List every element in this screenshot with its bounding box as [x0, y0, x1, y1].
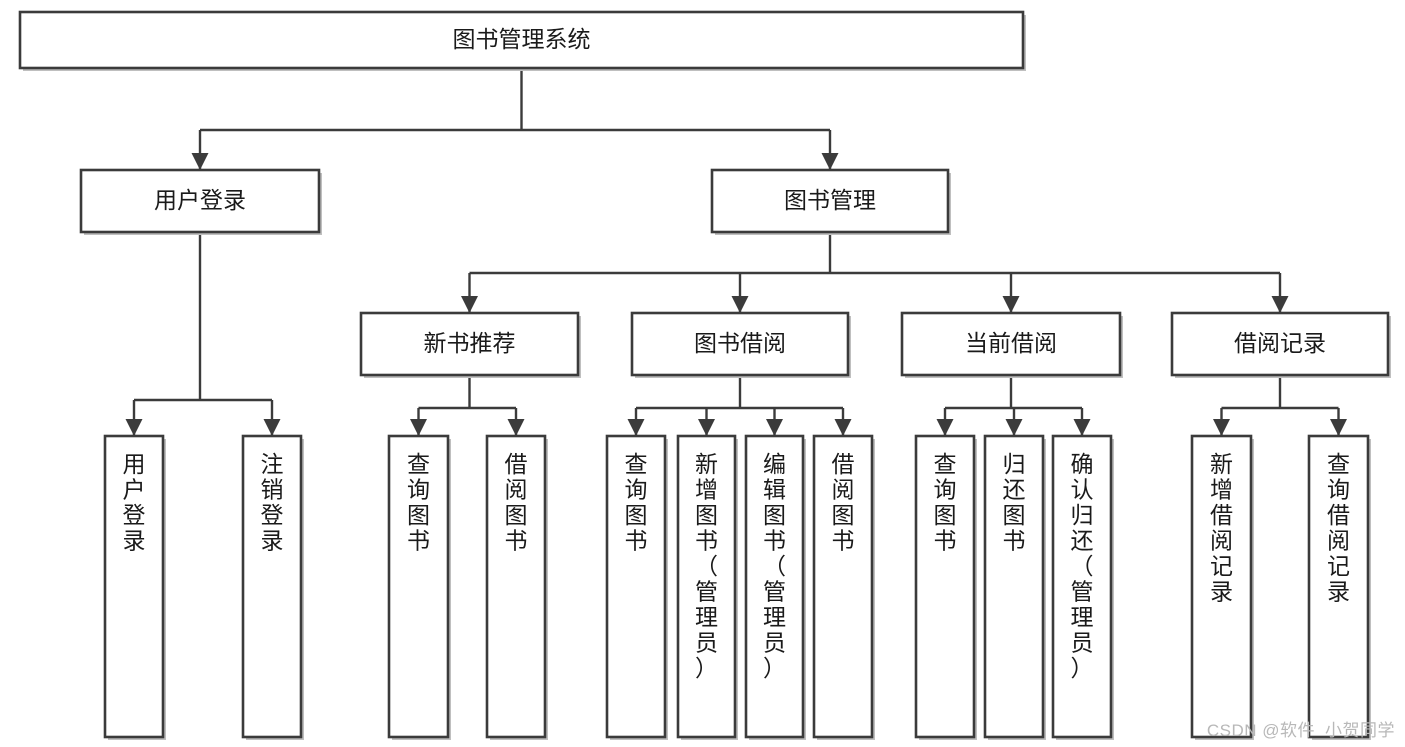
leaf-node-box[interactable]: [605, 434, 667, 739]
leaf-node-label: 归还图书: [1003, 451, 1026, 554]
leaf-node-label: 注销登录: [261, 451, 284, 554]
leaf-node-9[interactable]: 归还图书: [983, 434, 1046, 740]
arrow-icon-records-1: [1330, 419, 1347, 436]
leaf-node-11[interactable]: 新增借阅记录: [1190, 434, 1254, 740]
leaf-node-0[interactable]: 用户登录: [103, 434, 166, 740]
leaf-node-box[interactable]: [744, 434, 805, 739]
leaf-node-label: 编辑图书（管理员）: [763, 451, 786, 681]
leaf-node-6[interactable]: 编辑图书（管理员）: [744, 434, 806, 740]
leaf-node-box[interactable]: [914, 434, 976, 739]
arrow-icon-bookmgmt-2: [1002, 296, 1020, 313]
leaf-node-2[interactable]: 查询图书: [387, 434, 451, 740]
root-node-box[interactable]: [18, 10, 1025, 70]
arrow-icon-bookmgmt-3: [1271, 296, 1289, 313]
root-node-label: 图书管理系统: [453, 26, 591, 52]
leaf-node-label: 查询图书: [407, 451, 430, 554]
arrow-icon-records-0: [1213, 419, 1230, 436]
arrow-icon-borrow-3: [834, 419, 852, 436]
leaf-node-3[interactable]: 借阅图书: [485, 434, 548, 740]
leaf-node-box[interactable]: [812, 434, 874, 739]
level2-node-label: 借阅记录: [1234, 330, 1326, 356]
leaf-node-10[interactable]: 确认归还（管理员）: [1051, 434, 1114, 740]
level2-node-3[interactable]: 借阅记录: [1170, 311, 1391, 378]
level2-node-box[interactable]: [630, 311, 850, 377]
leaf-node-label: 查询图书: [934, 451, 957, 554]
level2-node-box[interactable]: [1170, 311, 1390, 377]
leaf-node-12[interactable]: 查询借阅记录: [1307, 434, 1371, 740]
leaf-node-label: 查询借阅记录: [1327, 451, 1350, 605]
level1-node-box[interactable]: [79, 168, 321, 234]
root-node-0[interactable]: 图书管理系统: [18, 10, 1026, 71]
connector-layer: [125, 68, 1347, 436]
arrow-icon-root-1: [821, 153, 839, 170]
level2-node-2[interactable]: 当前借阅: [900, 311, 1123, 378]
arrow-icon-current-0: [936, 419, 954, 436]
level1-node-label: 用户登录: [154, 187, 246, 213]
level2-node-label: 当前借阅: [965, 330, 1057, 356]
arrow-icon-newbook-1: [507, 419, 525, 436]
arrow-icon-borrow-2: [766, 419, 783, 436]
arrow-icon-newbook-0: [410, 419, 427, 436]
leaf-node-box[interactable]: [983, 434, 1045, 739]
level1-node-label: 图书管理: [784, 187, 876, 213]
level1-node-0[interactable]: 用户登录: [79, 168, 322, 235]
leaf-node-label: 查询图书: [625, 451, 648, 554]
arrow-icon-root-0: [191, 153, 209, 170]
leaf-node-label: 借阅图书: [505, 451, 528, 554]
arrow-icon-login-0: [125, 419, 143, 436]
leaf-node-box[interactable]: [1190, 434, 1253, 739]
level2-node-box[interactable]: [359, 311, 580, 377]
leaf-node-label: 借阅图书: [832, 451, 855, 554]
arrow-icon-bookmgmt-1: [731, 296, 749, 313]
arrow-icon-current-1: [1005, 419, 1023, 436]
arrow-icon-login-1: [263, 419, 281, 436]
leaf-node-8[interactable]: 查询图书: [914, 434, 977, 740]
leaf-node-box[interactable]: [676, 434, 737, 739]
leaf-node-label: 新增图书（管理员）: [695, 451, 718, 681]
leaf-node-box[interactable]: [387, 434, 450, 739]
level2-node-1[interactable]: 图书借阅: [630, 311, 851, 378]
leaf-node-5[interactable]: 新增图书（管理员）: [676, 434, 738, 740]
level2-node-box[interactable]: [900, 311, 1122, 377]
leaf-node-box[interactable]: [1051, 434, 1113, 739]
arrow-icon-current-2: [1073, 419, 1091, 436]
leaf-node-box[interactable]: [241, 434, 303, 739]
leaf-node-box[interactable]: [1307, 434, 1370, 739]
arrow-icon-borrow-1: [698, 419, 715, 436]
leaf-node-7[interactable]: 借阅图书: [812, 434, 875, 740]
leaf-node-label: 确认归还（管理员）: [1071, 451, 1094, 681]
level2-node-0[interactable]: 新书推荐: [359, 311, 581, 378]
arrow-icon-bookmgmt-0: [461, 296, 478, 313]
leaf-node-label: 新增借阅记录: [1210, 451, 1233, 605]
level2-node-label: 图书借阅: [694, 330, 786, 356]
level2-node-label: 新书推荐: [424, 330, 516, 356]
leaf-node-box[interactable]: [103, 434, 165, 739]
node-layer: 图书管理系统用户登录图书管理新书推荐图书借阅当前借阅借阅记录用户登录注销登录查询…: [18, 10, 1391, 740]
level1-node-box[interactable]: [710, 168, 950, 234]
arrow-icon-borrow-0: [627, 419, 645, 436]
leaf-node-box[interactable]: [485, 434, 547, 739]
csdn-watermark: CSDN @软件_小贺同学: [1206, 721, 1395, 740]
leaf-node-4[interactable]: 查询图书: [605, 434, 668, 740]
level1-node-1[interactable]: 图书管理: [710, 168, 951, 235]
leaf-node-1[interactable]: 注销登录: [241, 434, 304, 740]
leaf-node-label: 用户登录: [123, 451, 146, 554]
